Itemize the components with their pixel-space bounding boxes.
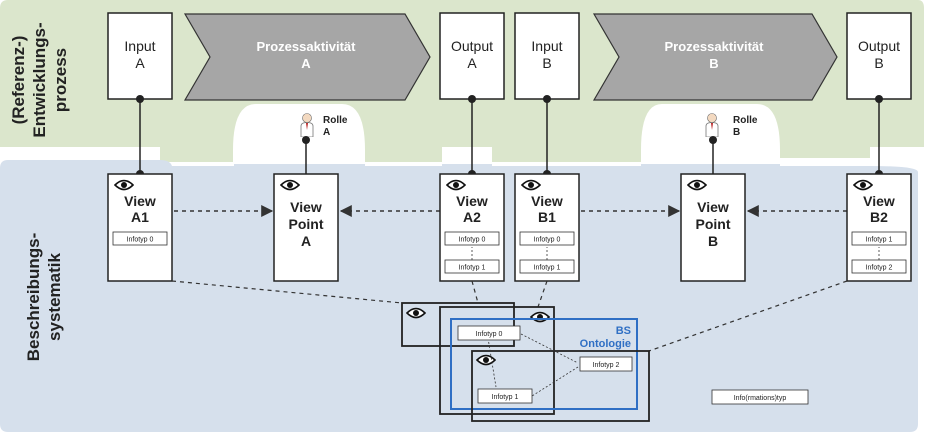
- view-a2: View A2 Infotyp 0 Infotyp 1: [439, 173, 505, 282]
- view-b1-label-line1: View: [531, 193, 563, 209]
- view-b2-eye-icon: [853, 179, 873, 191]
- role-b-person-icon: [705, 113, 719, 137]
- activity-b-label-line1: Prozessaktivität: [665, 39, 765, 54]
- output-b-label-line2: B: [874, 55, 883, 71]
- view-a2-infotyp-1: Infotyp 1: [459, 265, 486, 272]
- legend-infotyp-box: [711, 389, 809, 405]
- ontology-relations: [487, 333, 579, 397]
- output-a-box: [439, 12, 505, 100]
- description-band-label-line2: systematik: [45, 253, 64, 341]
- viewpoint-a-eye-icon: [280, 179, 300, 191]
- view-a1-label-line1: View: [124, 193, 156, 209]
- projection-lines: [171, 280, 848, 352]
- ontology-infotyp-1: Infotyp 1: [492, 394, 519, 401]
- ontology-label-line2: Ontologie: [580, 338, 631, 350]
- ontology-infotyp-0: Infotyp 0: [476, 331, 503, 338]
- process-band-label-line3: prozess: [51, 48, 70, 112]
- view-b1-eye-icon: [521, 179, 541, 191]
- role-b-label-line2: B: [733, 127, 740, 138]
- input-a-box: [107, 12, 173, 100]
- view-b2-frame: [471, 350, 650, 422]
- ontology-infotyp-0-box: [457, 325, 521, 341]
- viewpoint-b-label-line2: Point: [696, 216, 731, 232]
- view-b2: View B2 Infotyp 1 Infotyp 2: [846, 173, 912, 282]
- view-a2-label-line1: View: [456, 193, 488, 209]
- view-b2-infotyp-1: Infotyp 1: [866, 237, 893, 244]
- view-a2-infotyp-0: Infotyp 0: [459, 237, 486, 244]
- activity-a-label-line1: Prozessaktivität: [257, 39, 357, 54]
- role-b-label-line1: Rolle: [733, 115, 758, 126]
- ontology-infotyp-2-box: [579, 356, 633, 372]
- view-a2-frame: [401, 302, 515, 347]
- output-a-label-line1: Output: [451, 38, 493, 54]
- view-b1-label-line2: B1: [538, 209, 556, 225]
- output-b-box: [846, 12, 912, 100]
- view-b1-infotyp-1: Infotyp 1: [534, 265, 561, 272]
- view-b1: View B1 Infotyp 0 Infotyp 1: [514, 173, 580, 282]
- viewpoint-b-eye-icon: [687, 179, 707, 191]
- input-a-label-line1: Input: [124, 38, 155, 54]
- viewpoint-a: View Point A: [273, 173, 339, 282]
- view-b1-infotyp-0: Infotyp 0: [534, 237, 561, 244]
- view-b2-label-line2: B2: [870, 209, 888, 225]
- ontology-box: [450, 318, 638, 410]
- viewpoint-a-label-line1: View: [290, 199, 322, 215]
- process-band-label-line2: Entwicklungs-: [30, 22, 49, 137]
- view-a2-label-line2: A2: [463, 209, 481, 225]
- ontology-infotyp-1-box: [477, 388, 533, 404]
- view-a1-label-line2: A1: [131, 209, 149, 225]
- view-b1-frame: [439, 306, 555, 415]
- input-b-label-line1: Input: [531, 38, 562, 54]
- role-a-person-icon: [300, 113, 314, 137]
- activity-b-label-line2: B: [709, 56, 718, 71]
- view-b2-infotyp-2: Infotyp 2: [866, 265, 893, 272]
- activity-a-label-line2: A: [301, 56, 311, 71]
- view-a1-infotyp-0: Infotyp 0: [127, 237, 154, 244]
- ontology-label-line1: BS: [616, 325, 631, 337]
- role-a-label-line1: Rolle: [323, 115, 348, 126]
- input-b-box: [514, 12, 580, 100]
- view-b2-label-line1: View: [863, 193, 895, 209]
- view-a1-eye-icon: [114, 179, 134, 191]
- output-b-label-line1: Output: [858, 38, 900, 54]
- view-a2-eye-icon: [446, 179, 466, 191]
- input-a-label-line2: A: [135, 55, 145, 71]
- viewpoint-a-label-line2: Point: [289, 216, 324, 232]
- description-band-label-line1: Beschreibungs-: [24, 233, 43, 361]
- role-a-label-line2: A: [323, 127, 330, 138]
- viewpoint-b-label-line1: View: [697, 199, 729, 215]
- process-band-label-line1: (Referenz-): [9, 36, 28, 125]
- viewpoint-b-label-line3: B: [708, 233, 718, 249]
- ontology-infotyp-2: Infotyp 2: [593, 362, 620, 369]
- output-a-label-line2: A: [467, 55, 477, 71]
- activity-b-arrow: [592, 13, 838, 101]
- input-b-label-line2: B: [542, 55, 551, 71]
- viewpoint-b: View Point B: [680, 173, 746, 282]
- activity-a-arrow: [183, 13, 431, 101]
- view-a1: View A1 Infotyp 0: [107, 173, 173, 282]
- legend-infotyp-label: Info(rmations)typ: [734, 395, 787, 402]
- viewpoint-a-label-line3: A: [301, 233, 311, 249]
- frame-a2-eye-icon: [406, 307, 426, 319]
- frame-b1-eye-icon: [530, 311, 550, 323]
